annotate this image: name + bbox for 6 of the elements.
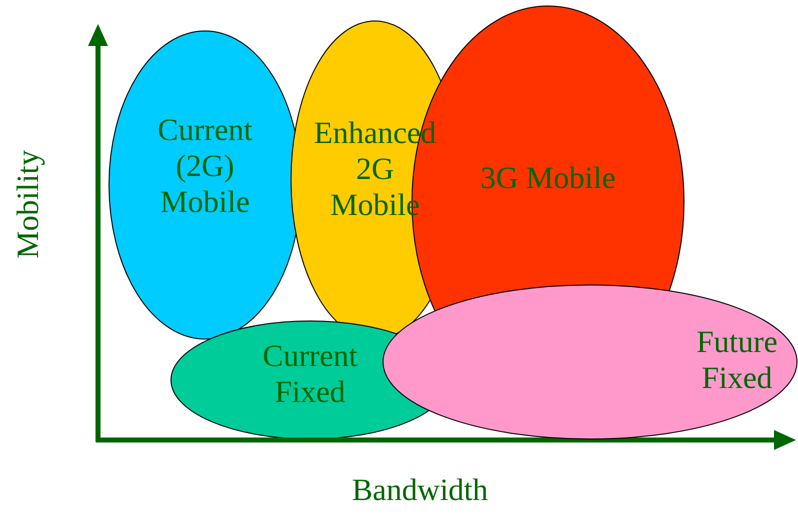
oval-label: 3G Mobile	[479, 160, 617, 196]
oval-label: Future Fixed	[696, 324, 778, 396]
axis-title: Bandwidth	[352, 472, 488, 508]
axis-title: Mobility	[10, 150, 46, 259]
oval-label: Current (2G) Mobile	[156, 112, 254, 220]
oval-label: Current Fixed	[262, 338, 358, 410]
